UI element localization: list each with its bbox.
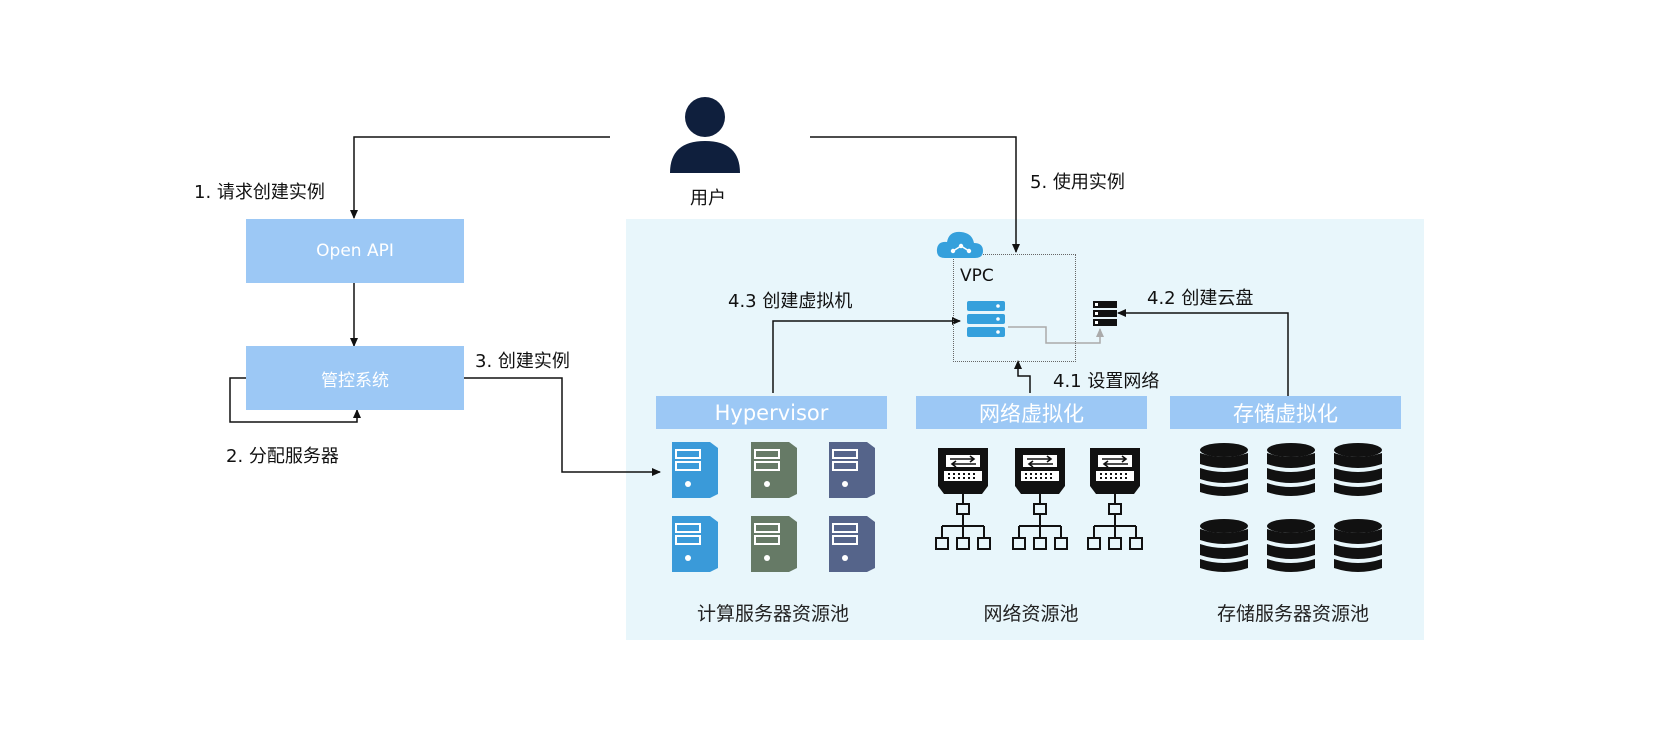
arrow-step-4-3 <box>772 317 961 393</box>
compute-server-icon <box>829 442 875 498</box>
vpc-disk-link <box>1008 326 1104 344</box>
network-switch-group <box>935 448 1143 550</box>
vpc-server-icon <box>967 301 1005 337</box>
network-virtualization-bar: 网络虚拟化 <box>916 396 1147 429</box>
vpc-label: VPC <box>960 266 994 286</box>
step-4-3-label: 4.3 创建虚拟机 <box>728 291 853 312</box>
compute-server-icon <box>751 516 797 572</box>
user-label: 用户 <box>690 188 726 209</box>
storage-db-group <box>1200 443 1382 572</box>
compute-server-icon <box>829 516 875 572</box>
arrow-step-2-loop <box>229 377 361 423</box>
network-switch-icon <box>1087 448 1143 550</box>
vpc-box <box>953 254 1076 362</box>
compute-server-icon <box>751 442 797 498</box>
step-1-label: 1. 请求创建实例 <box>194 182 325 203</box>
user-icon <box>670 97 740 173</box>
step-4-1-label: 4.1 设置网络 <box>1053 371 1160 392</box>
open-api-box: Open API <box>246 219 464 283</box>
cloud-icon <box>936 231 983 258</box>
hypervisor-bar: Hypervisor <box>656 396 887 429</box>
compute-server-icon <box>672 442 718 498</box>
storage-db-icon <box>1200 443 1248 496</box>
step-2-label: 2. 分配服务器 <box>226 446 339 467</box>
cloud-disk-icon <box>1093 301 1117 326</box>
storage-pool-label: 存储服务器资源池 <box>1216 603 1369 625</box>
step-4-2-label: 4.2 创建云盘 <box>1147 288 1254 309</box>
arrow-step-1 <box>350 136 610 219</box>
arrow-step-4-1 <box>1014 360 1031 393</box>
network-switch-icon <box>1012 448 1068 550</box>
network-switch-icon <box>935 448 991 550</box>
arrow-step-4-2 <box>1117 309 1289 396</box>
network-pool-label: 网络资源池 <box>983 603 1079 625</box>
arrow-step-3 <box>464 377 661 476</box>
compute-server-icon <box>672 516 718 572</box>
step-5-label: 5. 使用实例 <box>1030 172 1125 193</box>
storage-virtualization-bar: 存储虚拟化 <box>1170 396 1401 429</box>
compute-pool-label: 计算服务器资源池 <box>696 603 849 625</box>
arrow-step-5 <box>810 136 1020 253</box>
step-3-label: 3. 创建实例 <box>475 351 570 372</box>
compute-server-group <box>672 442 875 572</box>
control-system-box: 管控系统 <box>246 346 464 410</box>
